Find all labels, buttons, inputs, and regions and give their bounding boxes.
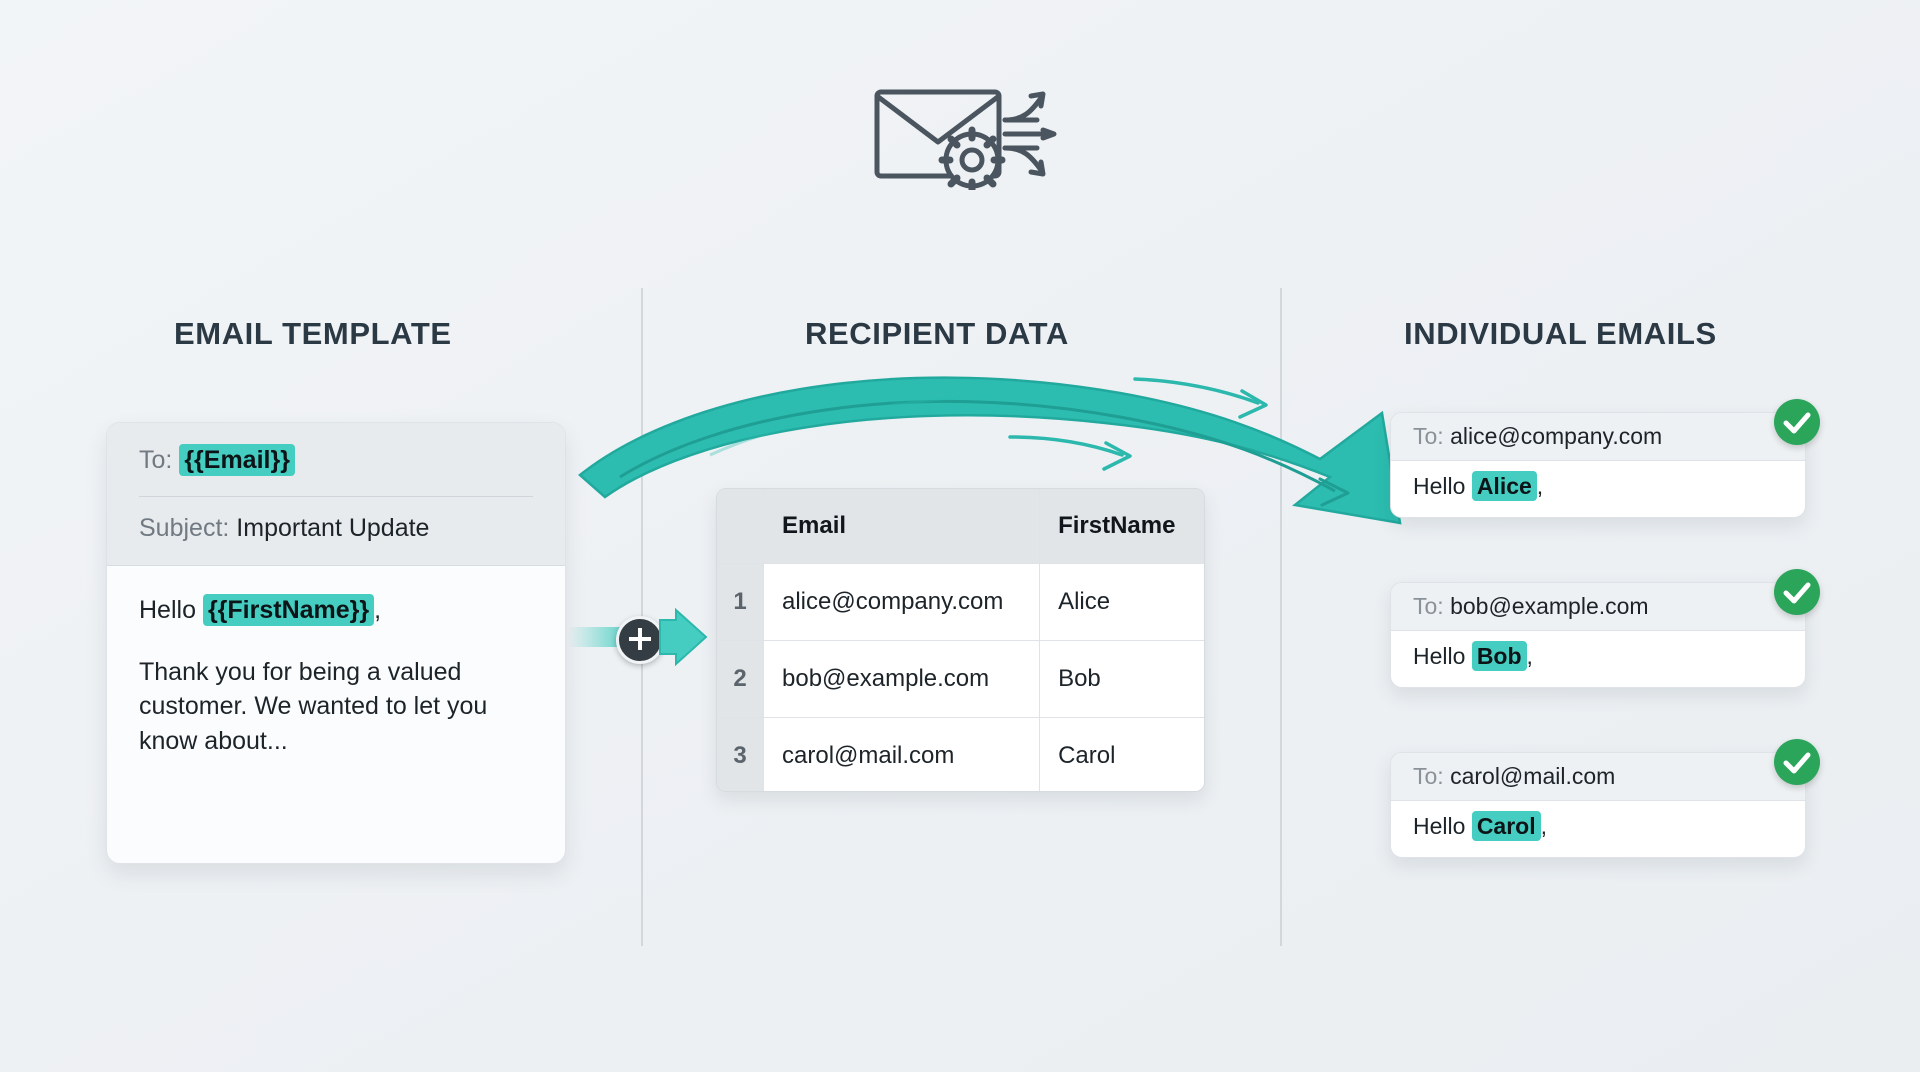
connector-gradient-bar (568, 627, 628, 647)
table-header-gutter (717, 489, 764, 564)
cell-firstname[interactable]: Carol (1039, 717, 1204, 791)
individual-email-card[interactable]: To: alice@company.com Hello Alice, (1390, 412, 1806, 518)
email-template-header: To: {{Email}} Subject: Important Update (107, 423, 565, 566)
template-subject-value: Important Update (236, 514, 430, 543)
email-card-header: To: carol@mail.com (1391, 753, 1805, 801)
template-to-label: To: (139, 446, 173, 474)
email-template-body: Hello {{FirstName}}, Thank you for being… (107, 566, 565, 759)
row-number: 1 (717, 563, 764, 641)
email-greeting-comma: , (1536, 473, 1544, 499)
cell-email[interactable]: alice@company.com (763, 563, 1041, 641)
email-to-label: To: (1413, 763, 1444, 789)
template-to-row: To: {{Email}} (139, 444, 533, 476)
template-greeting-label: Hello (139, 595, 196, 624)
check-circle-icon (1774, 569, 1820, 615)
email-greeting-comma: , (1540, 813, 1547, 839)
column-title-recipient-data: RECIPIENT DATA (805, 316, 1069, 351)
template-divider (139, 496, 533, 498)
cell-firstname[interactable]: Alice (1039, 563, 1204, 641)
email-greeting-label: Hello (1413, 473, 1466, 499)
email-card-body: Hello Bob, (1391, 631, 1805, 682)
email-greeting-comma: , (1526, 643, 1533, 669)
email-to-value: alice@company.com (1450, 423, 1663, 449)
template-greeting-comma: , (374, 595, 382, 624)
cell-email[interactable]: carol@mail.com (763, 717, 1041, 791)
email-merged-name: Carol (1471, 811, 1541, 841)
email-card-header: To: alice@company.com (1391, 413, 1805, 461)
individual-email-card[interactable]: To: bob@example.com Hello Bob, (1390, 582, 1806, 688)
template-body-text: Thank you for being a valued customer. W… (139, 657, 488, 755)
template-subject-label: Subject: (139, 514, 230, 543)
check-circle-icon (1774, 399, 1820, 445)
table-header-email: Email (763, 489, 1041, 564)
cell-email[interactable]: bob@example.com (763, 640, 1041, 718)
template-email-token: {{Email}} (179, 444, 295, 476)
column-title-individual-emails: INDIVIDUAL EMAILS (1404, 316, 1717, 351)
email-to-label: To: (1413, 423, 1444, 449)
table-header-firstname: FirstName (1039, 489, 1204, 564)
recipient-data-table[interactable]: Email FirstName 1 alice@company.com Alic… (716, 488, 1205, 792)
email-card-body: Hello Alice, (1391, 461, 1805, 512)
email-to-value: carol@mail.com (1450, 763, 1616, 789)
envelope-gear-distribute-icon (855, 70, 1065, 194)
row-number: 2 (717, 640, 764, 718)
individual-email-card[interactable]: To: carol@mail.com Hello Carol, (1390, 752, 1806, 858)
email-merged-name: Alice (1471, 471, 1537, 501)
email-template-card[interactable]: To: {{Email}} Subject: Important Update … (106, 422, 566, 864)
template-greeting-row: Hello {{FirstName}}, (139, 593, 533, 626)
email-to-value: bob@example.com (1450, 593, 1649, 619)
email-greeting-label: Hello (1413, 643, 1466, 669)
email-to-label: To: (1413, 593, 1444, 619)
template-firstname-token: {{FirstName}} (202, 593, 375, 626)
table-row[interactable]: 1 alice@company.com Alice (717, 563, 1204, 641)
email-card-header: To: bob@example.com (1391, 583, 1805, 631)
right-arrow-icon (654, 606, 716, 668)
email-merged-name: Bob (1471, 641, 1527, 671)
email-card-body: Hello Carol, (1391, 801, 1805, 852)
table-header-row: Email FirstName (717, 489, 1204, 564)
column-title-email-template: EMAIL TEMPLATE (174, 316, 452, 351)
check-circle-icon (1774, 739, 1820, 785)
row-number: 3 (717, 717, 764, 791)
merge-connector (568, 598, 728, 676)
template-subject-row: Subject: Important Update (139, 513, 533, 544)
table-row[interactable]: 2 bob@example.com Bob (717, 640, 1204, 718)
column-divider-right (1280, 288, 1282, 946)
email-greeting-label: Hello (1413, 813, 1466, 839)
table-row[interactable]: 3 carol@mail.com Carol (717, 717, 1204, 791)
cell-firstname[interactable]: Bob (1039, 640, 1204, 718)
